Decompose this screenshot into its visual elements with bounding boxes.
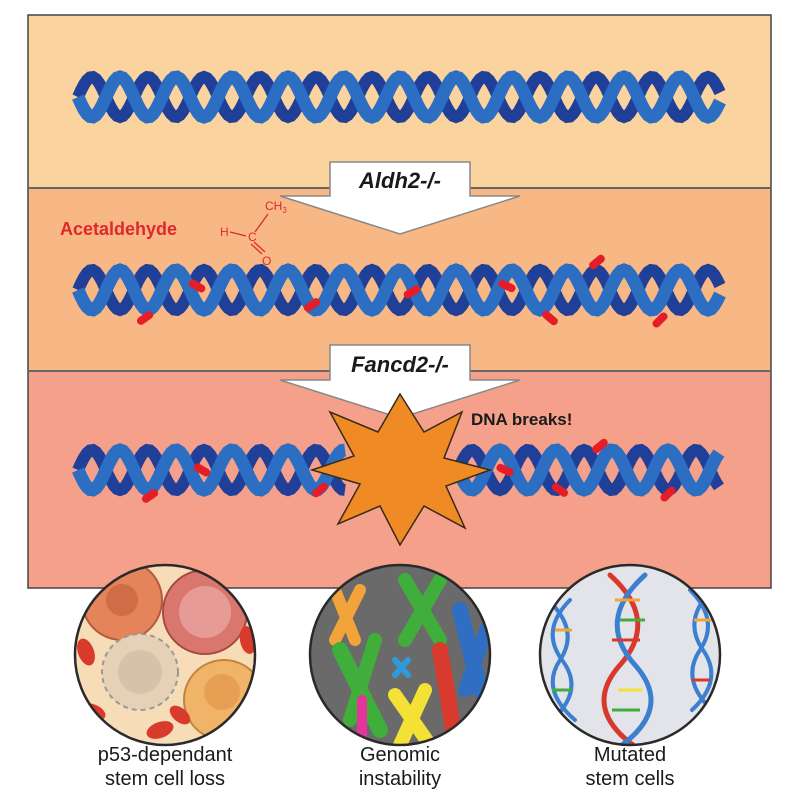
dna-adduct-mark: [589, 254, 605, 270]
caption-stem-cell-loss: p53-dependant stem cell loss: [55, 743, 275, 791]
dna-adduct-mark: [136, 311, 154, 325]
dna-helix-broken: [72, 438, 725, 503]
dna-adduct-mark: [652, 312, 668, 328]
caption-genomic-instability-line1: Genomic: [359, 744, 441, 766]
dna-breaks-label: DNA breaks!: [471, 410, 572, 429]
dna-adduct-mark: [188, 279, 206, 293]
dna-front-strand: [72, 263, 726, 317]
acetaldehyde-label: Acetaldehyde: [60, 219, 177, 239]
atom-c: C: [248, 230, 257, 244]
aldh2-label: Aldh2-/-: [358, 168, 441, 193]
dna-back-strand: [452, 443, 724, 497]
outcome-genomic-instability-icon: [308, 563, 492, 747]
dna-front-strand: [72, 70, 726, 124]
group-ch: CH3: [265, 199, 287, 215]
dna-adduct-mark: [303, 298, 321, 312]
dna-adduct-mark: [551, 483, 569, 497]
arrow-aldh2: Aldh2-/-: [279, 161, 521, 235]
caption-mutated-stem-cells-line1: Mutated: [593, 744, 667, 766]
dna-helix-intact: [72, 70, 726, 124]
dna-adduct-mark: [660, 486, 676, 502]
atom-h: H: [220, 225, 229, 239]
atom-o: O: [262, 254, 271, 268]
dna-adduct-mark: [193, 463, 211, 477]
dna-adduct-mark: [592, 438, 608, 454]
dna-front-strand: [452, 443, 725, 497]
caption-stem-cell-loss-line2: stem cell loss: [104, 768, 226, 790]
dna-adduct-mark: [542, 310, 558, 326]
caption-genomic-instability: Genomic instability: [290, 743, 510, 791]
dna-adduct-mark: [498, 279, 516, 293]
dna-adduct-mark: [496, 463, 514, 477]
dna-front-strand: [72, 443, 347, 497]
outcome-mutated-stem-cells-icon: [538, 563, 722, 747]
caption-mutated-stem-cells: Mutated stem cells: [520, 743, 740, 791]
dna-adduct-mark: [312, 482, 328, 498]
fancd2-label: Fancd2-/-: [351, 352, 449, 377]
dna-adduct-mark: [141, 489, 159, 503]
break-burst-icon: [309, 392, 493, 547]
caption-stem-cell-loss-line1: p53-dependant: [97, 744, 233, 766]
dna-adduct-mark: [403, 285, 421, 299]
caption-genomic-instability-line2: instability: [358, 768, 442, 790]
caption-mutated-stem-cells-line2: stem cells: [585, 768, 675, 790]
dna-helix-with-adducts: [72, 254, 726, 328]
acetaldehyde-structure-icon: H C CH3 O: [220, 199, 287, 268]
arrow-fancd2: Fancd2-/-: [279, 344, 521, 419]
